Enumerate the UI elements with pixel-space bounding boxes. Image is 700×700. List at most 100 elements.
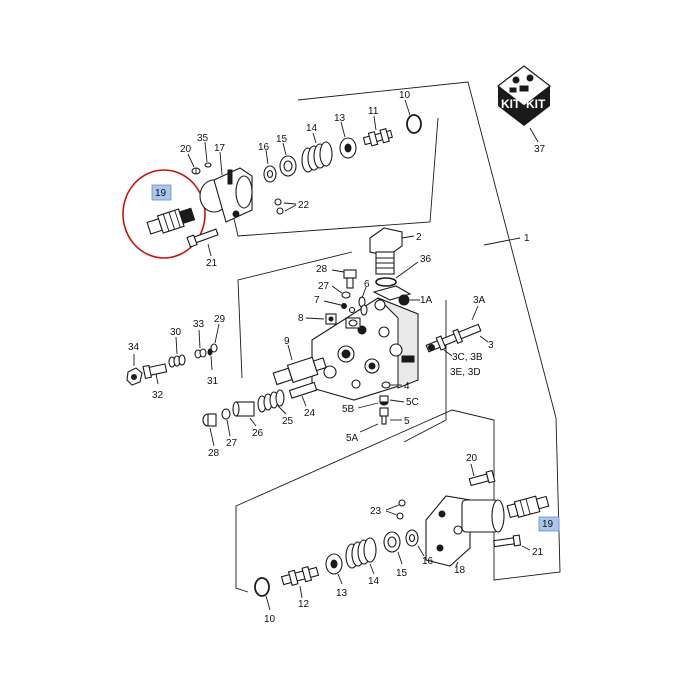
label-body-30: 30 bbox=[170, 327, 182, 338]
label-body-7: 7 bbox=[314, 295, 320, 306]
label-body-26: 26 bbox=[252, 428, 264, 439]
highlight-badge-lower bbox=[538, 516, 560, 532]
plug-part-28-top bbox=[343, 269, 357, 289]
highlight-label-upper: 19 bbox=[155, 188, 167, 199]
leader-assembly bbox=[483, 237, 521, 246]
plug-part-8b bbox=[345, 317, 361, 329]
plug-part-8 bbox=[325, 313, 337, 325]
label-body-3: 3 bbox=[488, 340, 494, 351]
housing-part-18 bbox=[425, 495, 505, 567]
label-body-3E3D: 3E, 3D bbox=[450, 367, 481, 378]
washer-part-23b bbox=[396, 512, 404, 520]
solenoid-part-19-lower bbox=[506, 495, 550, 519]
plug-part-2 bbox=[369, 227, 403, 275]
piston-part-26 bbox=[232, 401, 255, 417]
label-body-2: 2 bbox=[416, 232, 422, 243]
label-lower-16: 16 bbox=[422, 556, 434, 567]
valve-body-assembly: 2 36 1A bbox=[126, 227, 494, 459]
label-lower-13: 13 bbox=[336, 588, 348, 599]
housing-part-17 bbox=[199, 167, 253, 223]
label-lower-23: 23 bbox=[370, 506, 382, 517]
label-body-28-bottom: 28 bbox=[208, 448, 220, 459]
label-body-9: 9 bbox=[284, 336, 290, 347]
ring-part-16-upper bbox=[263, 165, 277, 183]
seal-part-15-upper bbox=[279, 155, 297, 177]
label-upper-14: 14 bbox=[306, 123, 318, 134]
oring-part-27-top bbox=[341, 291, 351, 299]
ball-part-7 bbox=[341, 303, 356, 314]
spring-part-6 bbox=[358, 296, 368, 316]
label-body-3C3B: 3C, 3B bbox=[452, 352, 483, 363]
label-lower-12: 12 bbox=[298, 599, 310, 610]
assembly-number: 1 bbox=[524, 233, 530, 244]
ring-part-16-lower bbox=[405, 529, 419, 547]
label-body-8: 8 bbox=[298, 313, 304, 324]
highlight-circle bbox=[122, 169, 206, 259]
label-upper-16: 16 bbox=[258, 142, 270, 153]
label-upper-15: 15 bbox=[276, 134, 288, 145]
bolt-part-21-lower bbox=[493, 534, 522, 548]
ring-part-31 bbox=[207, 348, 213, 356]
label-upper-35: 35 bbox=[197, 133, 209, 144]
plug-part-5C bbox=[379, 395, 389, 403]
highlight-badge-upper bbox=[151, 184, 172, 201]
label-lower-10: 10 bbox=[264, 614, 276, 625]
label-body-27-bottom: 27 bbox=[226, 438, 238, 449]
spring-part-25 bbox=[257, 389, 285, 413]
oring-part-27-bottom bbox=[221, 408, 231, 420]
label-body-33: 33 bbox=[193, 319, 205, 330]
screw-part-5A bbox=[379, 407, 389, 425]
label-lower-18: 18 bbox=[454, 565, 466, 576]
label-body-27-top: 27 bbox=[318, 281, 330, 292]
label-body-36: 36 bbox=[420, 254, 432, 265]
upper-assembly: 19 bbox=[122, 90, 422, 269]
kit-part-number: 37 bbox=[534, 144, 546, 155]
label-body-5A: 5A bbox=[346, 433, 359, 444]
kit-label-right: KIT bbox=[526, 97, 546, 111]
oring-part-10-upper bbox=[406, 114, 422, 134]
label-lower-15: 15 bbox=[396, 568, 408, 579]
label-upper-10: 10 bbox=[399, 90, 411, 101]
bolt-part-20 bbox=[191, 167, 201, 175]
solenoid-part-19-upper bbox=[146, 207, 196, 235]
spool-part-3 bbox=[425, 323, 482, 353]
ring-part-29 bbox=[210, 343, 218, 353]
valve-body-part-1A bbox=[311, 285, 419, 401]
label-body-1A: 1A bbox=[420, 295, 433, 306]
label-lower-20: 20 bbox=[466, 453, 478, 464]
spool-part-24 bbox=[288, 381, 318, 399]
label-upper-13: 13 bbox=[334, 113, 346, 124]
label-body-3A: 3A bbox=[473, 295, 486, 306]
plug-part-28-bottom bbox=[202, 413, 217, 427]
washer-part-23a bbox=[398, 499, 406, 507]
label-body-5: 5 bbox=[404, 416, 410, 427]
seal-part-15-lower bbox=[383, 531, 401, 553]
label-upper-17: 17 bbox=[214, 143, 226, 154]
label-lower-21: 21 bbox=[532, 547, 544, 558]
washer-part-35 bbox=[204, 162, 212, 168]
label-upper-22: 22 bbox=[298, 200, 310, 211]
label-body-31: 31 bbox=[207, 376, 219, 387]
highlight-label-lower: 19 bbox=[542, 519, 554, 530]
cartridge-part-9 bbox=[272, 356, 327, 386]
label-body-28-top: 28 bbox=[316, 264, 328, 275]
label-body-6: 6 bbox=[364, 279, 370, 290]
label-upper-11: 11 bbox=[368, 106, 379, 117]
label-upper-20: 20 bbox=[180, 144, 192, 155]
kit-box-icon: KIT KIT bbox=[497, 65, 551, 126]
label-lower-14: 14 bbox=[368, 576, 380, 587]
bolt-part-21-upper bbox=[186, 228, 219, 248]
label-body-5C: 5C bbox=[406, 397, 419, 408]
nut-part-34 bbox=[126, 367, 143, 386]
kit-label-left: KIT bbox=[501, 97, 521, 111]
label-body-34: 34 bbox=[128, 342, 140, 353]
lower-assembly: 20 18 19 21 bbox=[254, 453, 560, 625]
label-body-4: 4 bbox=[404, 381, 410, 392]
spring-part-14-upper bbox=[301, 141, 333, 173]
spool-part-12-lower bbox=[280, 565, 320, 587]
label-upper-21: 21 bbox=[206, 258, 218, 269]
spring-part-14-lower bbox=[345, 537, 377, 569]
spring-part-33 bbox=[194, 348, 207, 359]
plunger-part-32 bbox=[142, 363, 168, 380]
